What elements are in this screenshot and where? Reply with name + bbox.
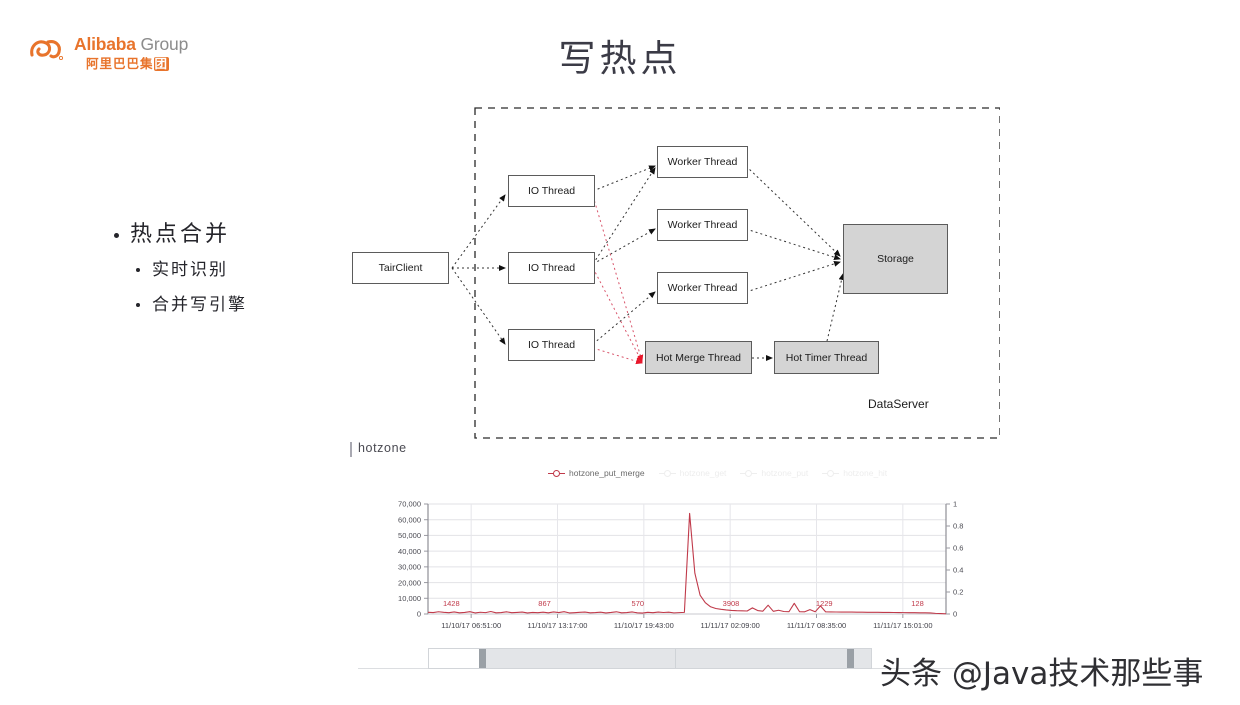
- chart-range-scrollbar[interactable]: [428, 648, 872, 669]
- legend-label: hotzone_get: [679, 468, 727, 478]
- svg-text:11/10/17 13:17:00: 11/10/17 13:17:00: [528, 621, 588, 630]
- svg-text:3908: 3908: [723, 599, 740, 608]
- scrollbar-left-handle[interactable]: [479, 649, 486, 668]
- chart-plot-area: 0 10,000 20,000 30,000 40,000 50,000 60,000 70,…: [358, 496, 1002, 644]
- legend-marker-icon: [548, 469, 565, 478]
- svg-text:570: 570: [632, 599, 645, 608]
- svg-text:11/11/17 02:09:00: 11/11/17 02:09:00: [700, 621, 759, 630]
- legend-item-1[interactable]: hotzone_get: [658, 468, 727, 478]
- svg-text:11/11/17 15:01:00: 11/11/17 15:01:00: [873, 621, 932, 630]
- legend-label: hotzone_put: [761, 468, 809, 478]
- logo-brand: Alibaba: [74, 34, 136, 54]
- node-label: Worker Thread: [667, 156, 738, 168]
- svg-text:50,000: 50,000: [398, 531, 421, 540]
- svg-text:30,000: 30,000: [398, 563, 421, 572]
- hotzone-chart-panel: hotzone_put_merge hotzone_get hotzone_pu…: [358, 466, 1002, 681]
- svg-text:0.6: 0.6: [953, 544, 963, 553]
- node-label: IO Thread: [527, 185, 576, 197]
- logo-group: Group: [140, 34, 189, 54]
- svg-text:0: 0: [953, 610, 957, 619]
- svg-text:11/10/17 19:43:00: 11/10/17 19:43:00: [614, 621, 674, 630]
- bullet-level2-0: 实时识别: [112, 256, 352, 285]
- svg-text:1428: 1428: [443, 599, 460, 608]
- svg-text:60,000: 60,000: [398, 515, 421, 524]
- node-tairclient: TairClient: [352, 252, 449, 284]
- node-label: IO Thread: [527, 262, 576, 274]
- node-storage: Storage: [843, 224, 948, 294]
- dataserver-label-text: DataServer: [868, 397, 929, 411]
- svg-text:0.8: 0.8: [953, 522, 963, 531]
- svg-text:0: 0: [417, 610, 421, 619]
- logo-cn-boxed: 团: [153, 57, 170, 71]
- svg-text:867: 867: [538, 599, 551, 608]
- dataserver-boundary: [474, 107, 1000, 439]
- alibaba-smile-icon: [30, 40, 64, 61]
- scrollbar-right-handle[interactable]: [847, 649, 854, 668]
- logo-text-cn: 阿里巴巴集团: [86, 53, 170, 72]
- legend-item-0[interactable]: hotzone_put_merge: [548, 468, 645, 478]
- bullet-list: 热点合并 实时识别 合并写引擎: [112, 220, 352, 320]
- svg-text:11/11/17 08:35:00: 11/11/17 08:35:00: [787, 621, 846, 630]
- node-worker-thread-2: Worker Thread: [657, 209, 748, 241]
- node-io-thread-2: IO Thread: [508, 252, 595, 284]
- node-label: Hot Timer Thread: [785, 351, 868, 364]
- svg-text:1: 1: [953, 500, 957, 509]
- legend-label: hotzone_put_merge: [569, 468, 645, 478]
- scrollbar-unselected-left: [429, 649, 479, 668]
- node-label: Worker Thread: [667, 282, 738, 294]
- scrollbar-divider: [675, 649, 676, 668]
- node-io-thread-3: IO Thread: [508, 329, 595, 361]
- alibaba-logo: Alibaba Group 阿里巴巴集团: [28, 32, 258, 72]
- legend-marker-icon: [740, 469, 758, 478]
- svg-text:20,000: 20,000: [398, 578, 421, 587]
- node-label: Worker Thread: [667, 219, 738, 231]
- node-label: Storage: [877, 253, 914, 265]
- legend-marker-icon: [822, 469, 840, 478]
- node-label: Hot Merge Thread: [655, 351, 741, 364]
- watermark: 头条 @Java技术那些事: [880, 656, 1204, 692]
- legend-marker-icon: [658, 469, 676, 478]
- node-worker-thread-1: Worker Thread: [657, 146, 748, 178]
- svg-text:1229: 1229: [816, 599, 833, 608]
- legend-label: hotzone_hit: [843, 468, 888, 478]
- node-hot-merge-thread: Hot Merge Thread: [645, 341, 752, 374]
- chart-legend: hotzone_put_merge hotzone_get hotzone_pu…: [548, 468, 887, 478]
- svg-text:70,000: 70,000: [398, 500, 421, 509]
- diagram-connectors: DataServer: [451, 107, 1000, 439]
- chart-svg: 0 10,000 20,000 30,000 40,000 50,000 60,000 70,…: [398, 500, 963, 630]
- node-io-thread-1: IO Thread: [508, 175, 595, 207]
- svg-text:10,000: 10,000: [398, 594, 421, 603]
- chart-section-caption: hotzone: [350, 441, 407, 457]
- bullet-level2-1: 合并写引擎: [112, 291, 352, 320]
- node-label: IO Thread: [527, 339, 576, 351]
- architecture-diagram: DataServer TairClient IO Thread IO Threa…: [340, 96, 1000, 456]
- svg-text:128: 128: [911, 599, 924, 608]
- logo-cn-main: 阿里巴巴集: [86, 57, 154, 71]
- svg-text:40,000: 40,000: [398, 547, 421, 556]
- svg-text:11/10/17 06:51:00: 11/10/17 06:51:00: [441, 621, 501, 630]
- legend-item-3[interactable]: hotzone_hit: [822, 468, 887, 478]
- legend-item-2[interactable]: hotzone_put: [740, 468, 808, 478]
- node-hot-timer-thread: Hot Timer Thread: [774, 341, 879, 374]
- logo-text-en: Alibaba Group: [74, 34, 188, 55]
- node-worker-thread-3: Worker Thread: [657, 272, 748, 304]
- svg-text:0.4: 0.4: [953, 566, 963, 575]
- svg-text:0.2: 0.2: [953, 588, 963, 597]
- page-title: 写热点: [558, 37, 682, 80]
- node-label: TairClient: [378, 262, 423, 274]
- bullet-level1: 热点合并: [112, 220, 352, 250]
